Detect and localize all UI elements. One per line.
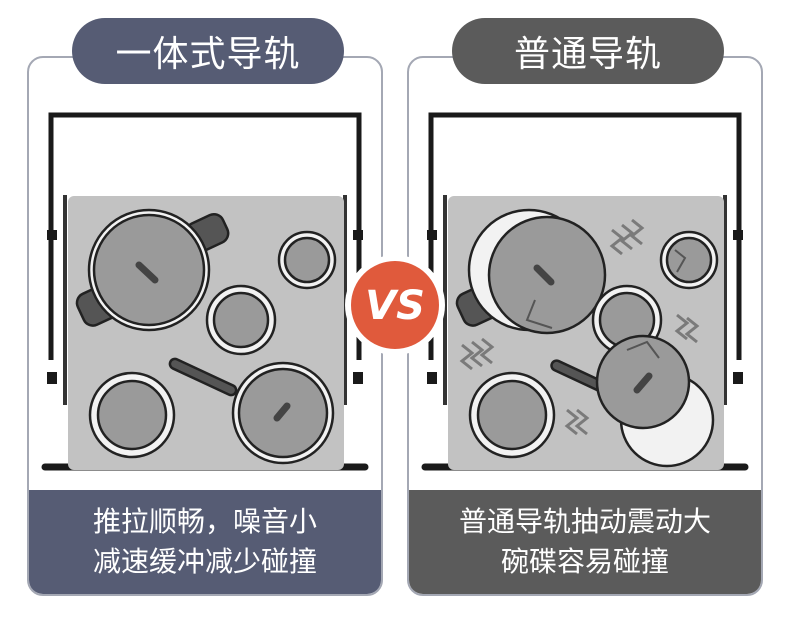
- right-caption-line2: 碗碟容易碰撞: [500, 545, 669, 578]
- integrated-rail-drawer-illustration: [41, 112, 369, 471]
- pot-icon: [455, 208, 607, 335]
- vs-badge-circle: [351, 261, 439, 349]
- vs-badge-text: VS: [365, 283, 425, 329]
- bowl-icon: [205, 284, 277, 356]
- vs-badge: VS: [345, 255, 445, 355]
- right-caption: 普通导轨抽动震动大 碗碟容易碰撞: [409, 490, 761, 594]
- right-caption-line1: 普通导轨抽动震动大: [458, 505, 711, 538]
- bowl-icon: [277, 230, 337, 290]
- frying-pan-icon: [168, 357, 335, 465]
- frying-pan-icon: [550, 334, 715, 468]
- right-title-badge: 普通导轨: [452, 18, 724, 84]
- bowl-icon: [88, 371, 176, 459]
- bowl-icon: [659, 230, 719, 290]
- bowl-icon: [468, 371, 556, 459]
- left-caption: 推拉顺畅，噪音小 减速缓冲减少碰撞: [29, 490, 381, 594]
- vibration-icon: [459, 218, 700, 436]
- left-caption-line2: 减速缓冲减少碰撞: [92, 545, 317, 578]
- left-caption-line1: 推拉顺畅，噪音小: [92, 505, 317, 538]
- ordinary-rail-drawer-illustration: [421, 112, 749, 471]
- left-title-badge: 一体式导轨: [72, 18, 344, 84]
- pot-icon: [75, 208, 230, 332]
